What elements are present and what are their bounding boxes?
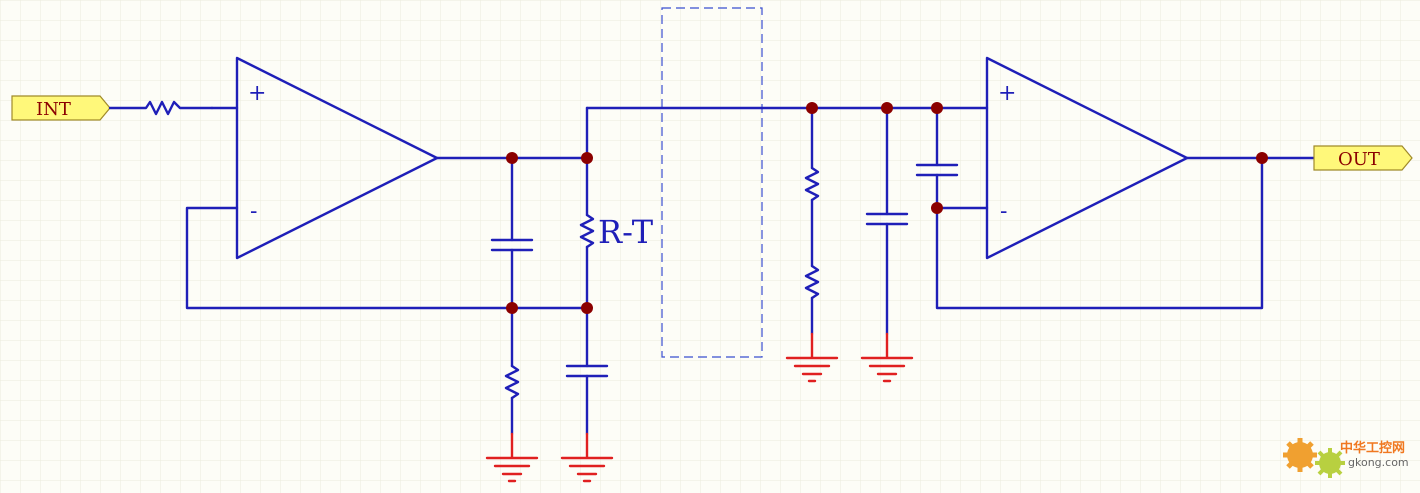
junction-dot xyxy=(581,152,593,164)
opamp-2-minus-pin: - xyxy=(1000,199,1007,224)
wire-opamp2-feedback xyxy=(935,156,1264,310)
junction-dot xyxy=(506,302,518,314)
junction-dot xyxy=(931,102,943,114)
dashed-boundary-box xyxy=(661,7,763,358)
input-resistor[interactable] xyxy=(108,100,214,116)
watermark-url: gkong.com xyxy=(1348,456,1409,469)
opamp-1[interactable]: + - xyxy=(235,56,439,260)
junction-dot xyxy=(1256,152,1268,164)
input-port-label: INT xyxy=(36,99,71,120)
watermark-title: 中华工控网 xyxy=(1340,440,1405,456)
opamp-1-plus-pin: + xyxy=(248,81,266,106)
opamp-2[interactable]: + - xyxy=(985,56,1189,260)
output-port-label: OUT xyxy=(1338,149,1380,170)
ground-symbol-1 xyxy=(485,432,539,483)
junction-dot xyxy=(581,302,593,314)
resistor-rt-label: R-T xyxy=(598,213,654,251)
resistor-r4[interactable] xyxy=(804,264,820,300)
junctions xyxy=(506,102,1268,314)
input-port[interactable]: INT xyxy=(11,95,111,121)
junction-dot xyxy=(506,152,518,164)
ground-symbol-4 xyxy=(860,332,914,383)
opamp-1-minus-pin: - xyxy=(250,199,257,224)
opamp-2-plus-pin: + xyxy=(998,81,1016,106)
wire-opamp1-feedback xyxy=(185,206,589,310)
resistor-rt[interactable] xyxy=(579,213,595,249)
ground-symbol-2 xyxy=(560,432,614,483)
resistor-r2[interactable] xyxy=(504,364,520,400)
gear-icon xyxy=(1283,438,1345,478)
junction-dot xyxy=(881,102,893,114)
ground-symbol-3 xyxy=(785,332,839,383)
watermark: 中华工控网 gkong.com xyxy=(1283,438,1409,478)
resistor-r3[interactable] xyxy=(804,166,820,202)
junction-dot xyxy=(931,202,943,214)
output-port[interactable]: OUT xyxy=(1313,145,1413,171)
junction-dot xyxy=(806,102,818,114)
